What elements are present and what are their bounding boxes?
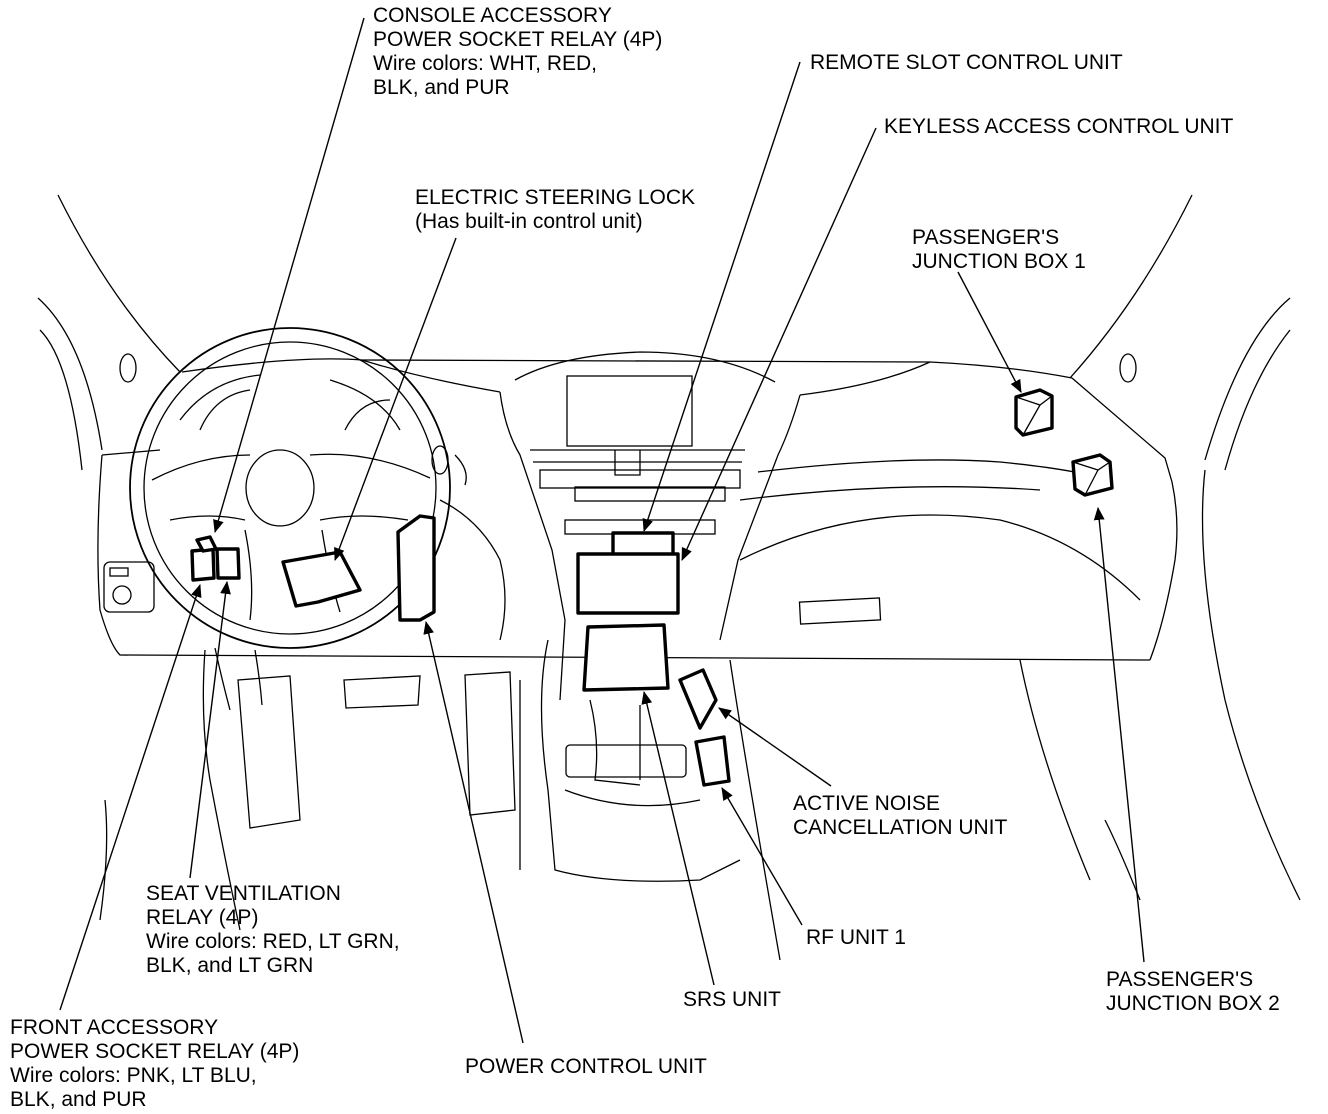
power-control-unit-box	[396, 514, 436, 622]
active-noise-cancellation-unit-box	[678, 668, 718, 730]
junction-box-2-box	[1071, 453, 1114, 497]
label-passengers-junction-box-2: PASSENGER'S JUNCTION BOX 2	[1106, 968, 1280, 1015]
label-seat-ventilation-relay: SEAT VENTILATION RELAY (4P) Wire colors:…	[146, 882, 405, 977]
electric-steering-lock-box	[281, 550, 362, 608]
label-console-accessory-relay: CONSOLE ACCESSORY POWER SOCKET RELAY (4P…	[373, 4, 668, 99]
callout-labels: CONSOLE ACCESSORY POWER SOCKET RELAY (4P…	[10, 4, 1280, 1111]
label-keyless-access-control-unit: KEYLESS ACCESS CONTROL UNIT	[884, 115, 1233, 138]
label-power-control-unit: POWER CONTROL UNIT	[465, 1055, 707, 1078]
label-passengers-junction-box-1: PASSENGER'S JUNCTION BOX 1	[912, 226, 1086, 273]
srs-unit-box	[582, 623, 670, 692]
rf-unit-1-box	[694, 735, 731, 787]
seat-ventilation-relay-box	[190, 547, 216, 582]
label-front-accessory-relay: FRONT ACCESSORY POWER SOCKET RELAY (4P) …	[10, 1016, 305, 1111]
keyless-access-control-unit-box	[576, 552, 680, 615]
dashboard-line-art	[37, 194, 1301, 961]
component-boxes	[190, 388, 1114, 787]
label-rf-unit-1: RF UNIT 1	[806, 926, 906, 949]
label-active-noise-cancellation-unit: ACTIVE NOISE CANCELLATION UNIT	[793, 792, 1007, 839]
label-electric-steering-lock: ELECTRIC STEERING LOCK (Has built-in con…	[415, 186, 701, 233]
label-remote-slot-control-unit: REMOTE SLOT CONTROL UNIT	[810, 51, 1123, 74]
remote-slot-control-unit-box	[611, 531, 675, 557]
front-accessory-relay-box	[215, 547, 241, 580]
junction-box-1-box	[1014, 388, 1054, 437]
label-srs-unit: SRS UNIT	[683, 988, 781, 1011]
leader-lines	[59, 17, 1145, 1044]
